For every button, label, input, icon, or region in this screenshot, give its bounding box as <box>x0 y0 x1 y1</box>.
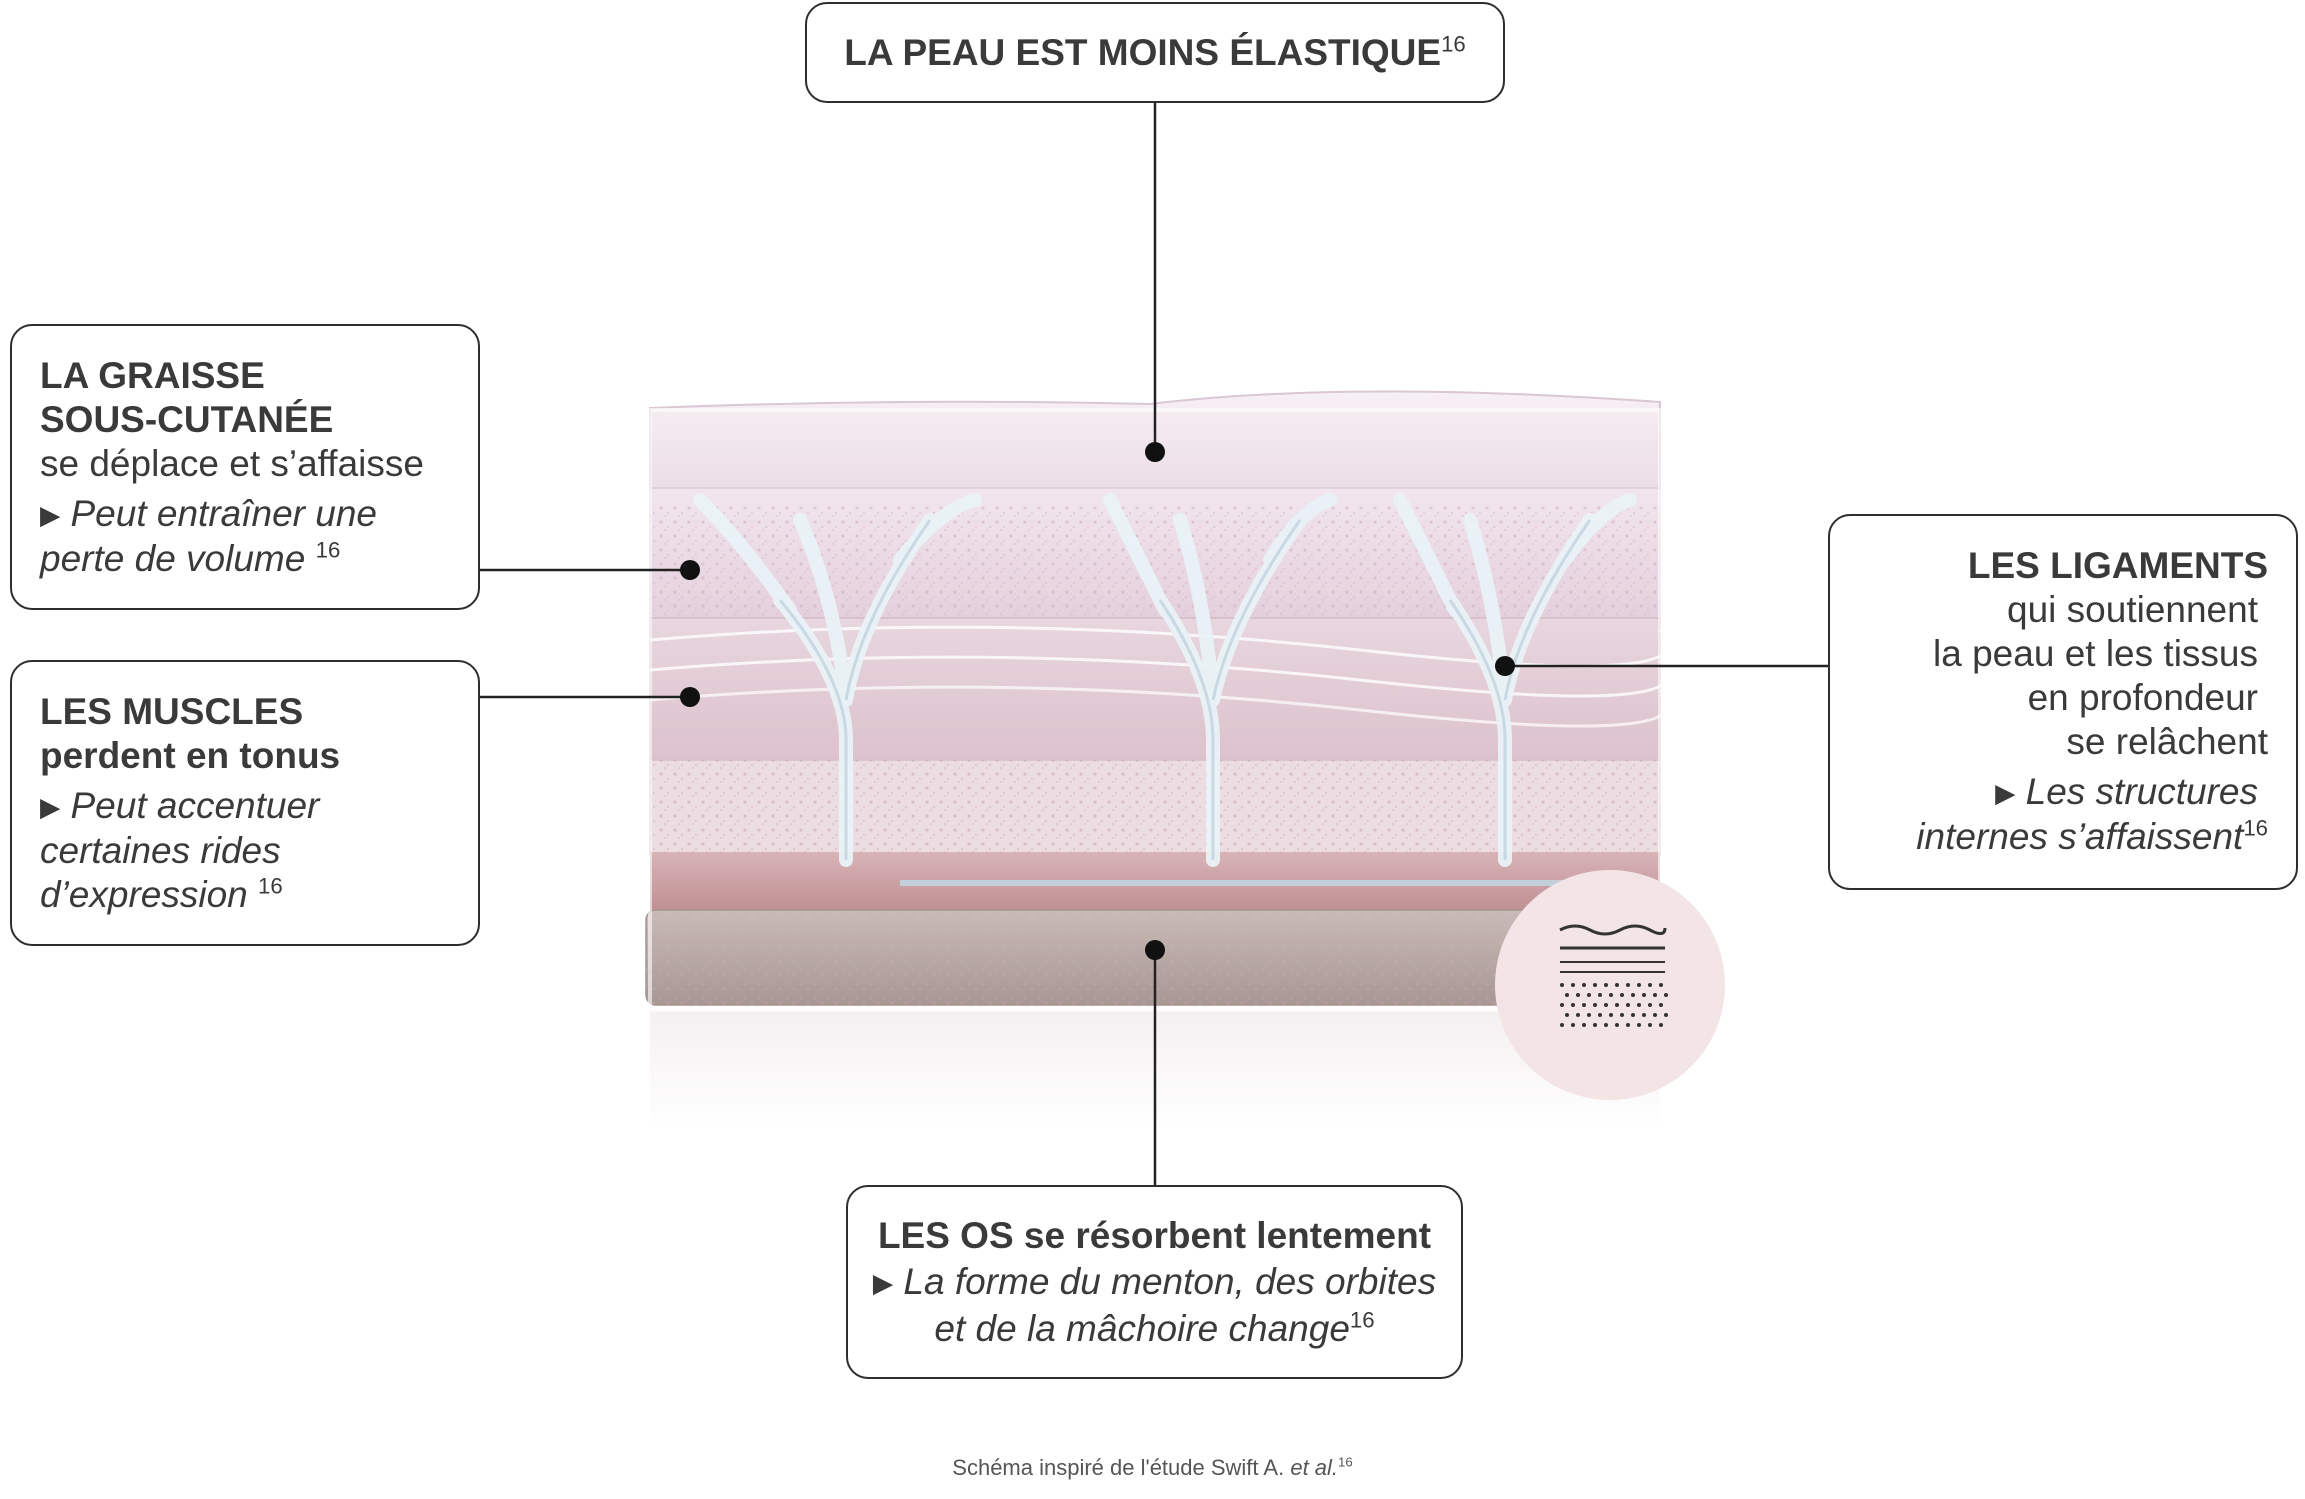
ligaments-callout: LES LIGAMENTS qui soutiennent la peau et… <box>1828 514 2298 890</box>
badge-dot <box>1576 1013 1580 1017</box>
fat-title-line1: LA GRAISSE <box>40 355 265 396</box>
ligaments-desc-line2: la peau et les tissus <box>1933 633 2258 674</box>
triangle-right-icon: ▶ <box>872 1268 894 1298</box>
badge-dot <box>1576 993 1580 997</box>
ligaments-note-line1: ▶Les structures <box>1995 771 2258 812</box>
bone-marker <box>1145 940 1165 960</box>
badge-dot <box>1560 983 1564 987</box>
badge-dot <box>1587 1013 1591 1017</box>
badge-dot <box>1598 1013 1602 1017</box>
bones-title-line: LES OS se résorbent lentement <box>877 1215 1432 1256</box>
bones-note-line1: ▶La forme du menton, des orbites <box>872 1261 1437 1302</box>
muscles-note-line2: certaines rides <box>40 830 281 871</box>
badge-dot <box>1571 983 1575 987</box>
fat-note-line2: perte de volume 16 <box>40 537 341 579</box>
skin-ref: 16 <box>1441 31 1466 57</box>
bones-callout: LES OS se résorbent lentement ▶La forme … <box>846 1185 1463 1379</box>
ligaments-desc-line1: qui soutiennent <box>2007 589 2258 630</box>
badge-dot <box>1587 993 1591 997</box>
badge-dot <box>1642 1013 1646 1017</box>
badge-dot <box>1648 1023 1652 1027</box>
badge-dot <box>1659 1003 1663 1007</box>
badge-dot <box>1659 1023 1663 1027</box>
badge-dot <box>1598 993 1602 997</box>
triangle-right-icon: ▶ <box>1995 778 2016 808</box>
bones-note-line2: et de la mâchoire change16 <box>934 1307 1375 1349</box>
ligaments-title: LES LIGAMENTS <box>1967 545 2268 586</box>
muscles-title: LES MUSCLES <box>40 691 304 732</box>
badge-dot <box>1560 1023 1564 1027</box>
badge-dot <box>1653 993 1657 997</box>
badge-dot <box>1582 1023 1586 1027</box>
triangle-right-icon: ▶ <box>40 500 61 530</box>
badge-dot <box>1631 1013 1635 1017</box>
triangle-right-icon: ▶ <box>40 792 61 822</box>
badge-dot <box>1653 1013 1657 1017</box>
badge-dot <box>1609 1013 1613 1017</box>
muscles-note-line1: ▶Peut accentuer <box>40 785 320 826</box>
badge-dot <box>1593 1023 1597 1027</box>
skin-callout: LA PEAU EST MOINS ÉLASTIQUE16 <box>805 2 1505 103</box>
badge-dot <box>1582 983 1586 987</box>
badge-dot <box>1604 1023 1608 1027</box>
badge-dot <box>1626 1023 1630 1027</box>
badge-dot <box>1637 983 1641 987</box>
badge-dot <box>1626 1003 1630 1007</box>
badge-dot <box>1593 1003 1597 1007</box>
ligaments-desc-line3: en profondeur <box>2027 677 2258 718</box>
badge-dot <box>1560 1003 1564 1007</box>
badge-dot <box>1659 983 1663 987</box>
skin-marker <box>1145 442 1165 462</box>
badge-dot <box>1637 1023 1641 1027</box>
badge-dot <box>1664 1013 1668 1017</box>
badge-dot <box>1626 983 1630 987</box>
badge-dot <box>1571 1023 1575 1027</box>
fat-note-line1: ▶Peut entraîner une <box>40 493 377 534</box>
badge-dot <box>1565 993 1569 997</box>
fat-callout: LA GRAISSE SOUS-CUTANÉE se déplace et s’… <box>10 324 480 610</box>
badge-dot <box>1664 993 1668 997</box>
badge-dot <box>1631 993 1635 997</box>
muscles-note-line3: d’expression 16 <box>40 873 283 915</box>
skin-title: LA PEAU EST MOINS ÉLASTIQUE <box>844 32 1442 73</box>
badge-dot <box>1620 1013 1624 1017</box>
badge-dot <box>1642 993 1646 997</box>
badge-dot <box>1637 1003 1641 1007</box>
badge-dot <box>1604 1003 1608 1007</box>
badge-dot <box>1648 983 1652 987</box>
fat-marker <box>680 560 700 580</box>
badge-dot <box>1615 1023 1619 1027</box>
muscles-desc: perdent en tonus <box>40 735 341 776</box>
muscles-callout: LES MUSCLES perdent en tonus ▶Peut accen… <box>10 660 480 946</box>
ligament-marker <box>1495 656 1515 676</box>
source-caption: Schéma inspiré de l'étude Swift A. et al… <box>952 1454 1353 1480</box>
badge-dot <box>1615 1003 1619 1007</box>
ligaments-desc-line4: se relâchent <box>2066 721 2268 762</box>
badge-dot <box>1648 1003 1652 1007</box>
badge-dot <box>1571 1003 1575 1007</box>
fat-title-line2: SOUS-CUTANÉE <box>40 399 334 440</box>
badge-dot <box>1593 983 1597 987</box>
badge-dot <box>1604 983 1608 987</box>
fat-desc: se déplace et s’affaisse <box>40 443 424 484</box>
badge-dot <box>1620 993 1624 997</box>
ligaments-note-line2: internes s’affaissent16 <box>1916 815 2268 857</box>
muscle-marker <box>680 687 700 707</box>
badge-dot <box>1582 1003 1586 1007</box>
layers-badge-icon <box>1495 870 1725 1100</box>
badge-dot <box>1615 983 1619 987</box>
badge-dot <box>1609 993 1613 997</box>
badge-dot <box>1565 1013 1569 1017</box>
